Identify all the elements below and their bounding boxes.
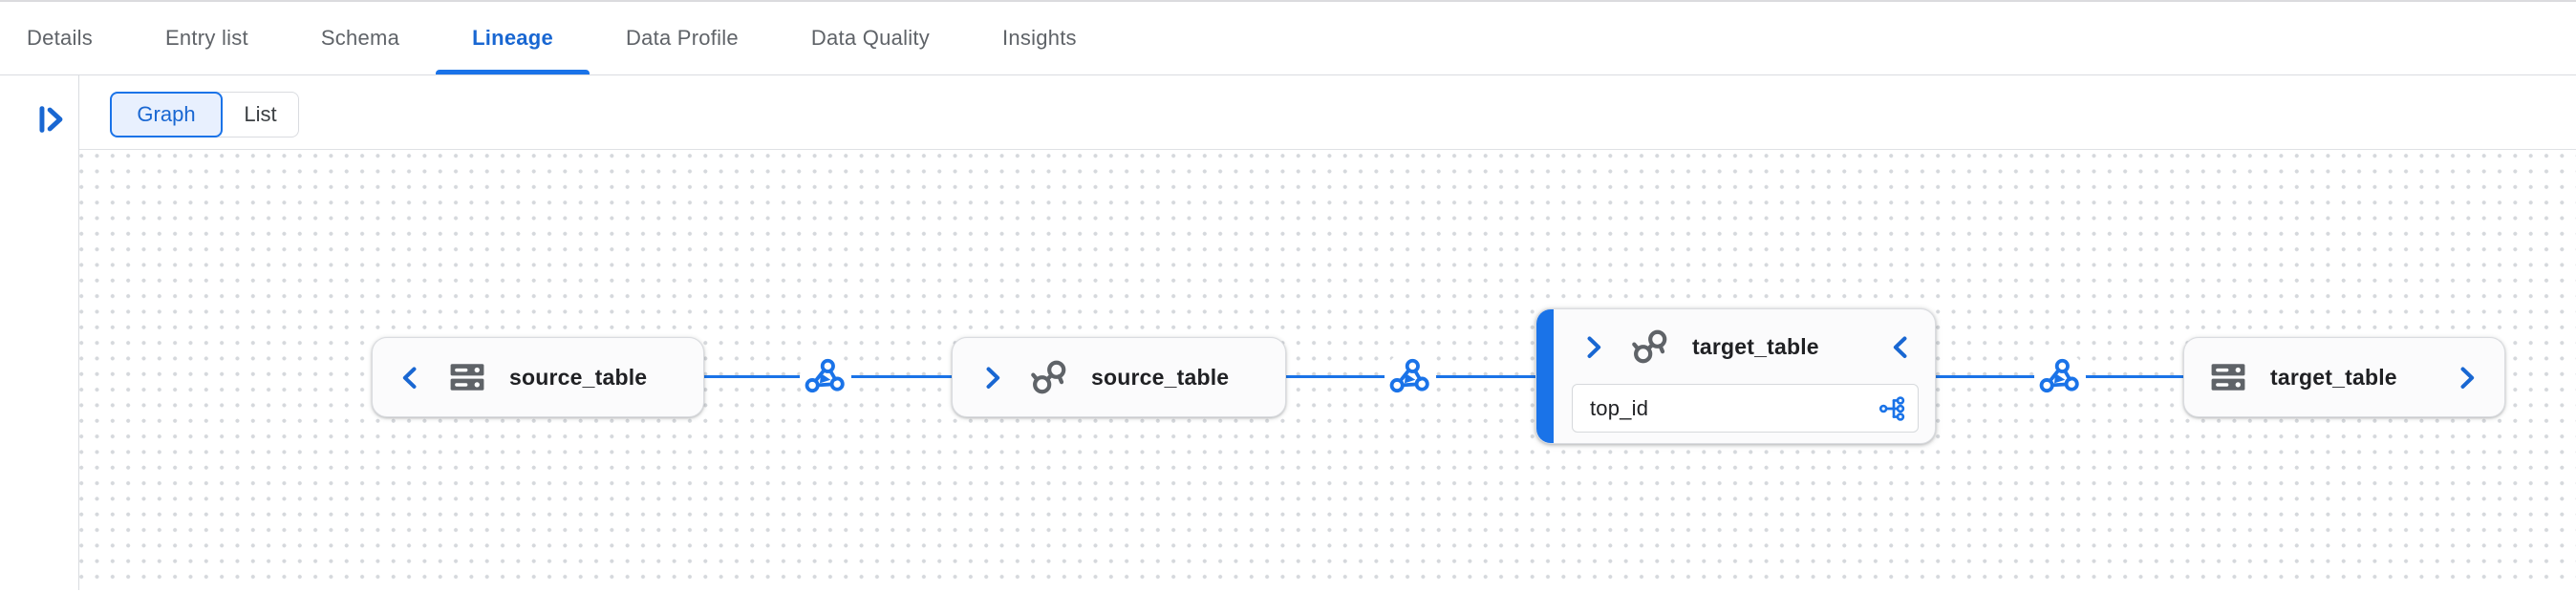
chevron-left-icon[interactable] bbox=[1888, 334, 1914, 360]
node-label: target_table bbox=[2270, 364, 2397, 390]
lineage-graph-canvas[interactable]: source_table source_table target_table t… bbox=[79, 149, 2576, 590]
lineage-node-target-table-2[interactable]: target_table bbox=[2183, 337, 2505, 417]
process-icon bbox=[805, 358, 845, 393]
node-label: source_table bbox=[1091, 364, 1230, 390]
chevron-right-icon[interactable] bbox=[2454, 365, 2479, 391]
chevron-right-icon[interactable] bbox=[1580, 334, 1606, 360]
panel-expand-button[interactable] bbox=[34, 101, 71, 137]
tab-data-profile[interactable]: Data Profile bbox=[625, 26, 739, 50]
view-toggle: Graph List bbox=[110, 92, 299, 137]
tab-entry-list[interactable]: Entry list bbox=[165, 26, 248, 50]
column-row-top-id[interactable]: top_id bbox=[1572, 384, 1919, 433]
selected-node-indicator bbox=[1536, 309, 1554, 443]
column-name: top_id bbox=[1590, 395, 1649, 420]
tab-insights[interactable]: Insights bbox=[1001, 26, 1077, 50]
view-toggle-list[interactable]: List bbox=[213, 92, 299, 137]
process-node[interactable] bbox=[1385, 351, 1436, 403]
process-icon bbox=[2039, 358, 2079, 393]
process-node[interactable] bbox=[2034, 351, 2086, 403]
lineage-node-source-table-1[interactable]: source_table bbox=[372, 337, 704, 417]
node-label: source_table bbox=[509, 364, 648, 390]
lineage-toolbar: Graph List bbox=[79, 75, 2576, 149]
panel-expand-icon bbox=[36, 103, 69, 136]
process-node[interactable] bbox=[800, 351, 851, 403]
tab-data-quality[interactable]: Data Quality bbox=[810, 26, 930, 50]
lineage-node-source-table-2[interactable]: source_table bbox=[952, 337, 1286, 417]
expanded-node-header: target_table bbox=[1554, 309, 1935, 384]
tab-schema[interactable]: Schema bbox=[320, 26, 400, 50]
chevron-right-icon[interactable] bbox=[979, 365, 1005, 391]
tab-details[interactable]: Details bbox=[27, 26, 93, 50]
side-panel-rail bbox=[0, 75, 79, 590]
lineage-entity-icon bbox=[1629, 326, 1671, 368]
view-toggle-graph[interactable]: Graph bbox=[110, 92, 223, 137]
entry-tab-bar: Details Entry list Schema Lineage Data P… bbox=[0, 0, 2576, 75]
tab-lineage[interactable]: Lineage bbox=[436, 2, 590, 74]
lineage-entity-icon bbox=[1028, 356, 1070, 398]
chevron-left-icon[interactable] bbox=[397, 365, 423, 391]
lineage-node-target-table-expanded[interactable]: target_table top_id bbox=[1535, 308, 1936, 444]
fan-out-icon[interactable] bbox=[1878, 393, 1909, 424]
process-icon bbox=[1389, 358, 1429, 393]
node-label: target_table bbox=[1692, 333, 1819, 359]
table-icon bbox=[450, 364, 484, 391]
table-icon bbox=[2211, 364, 2245, 391]
